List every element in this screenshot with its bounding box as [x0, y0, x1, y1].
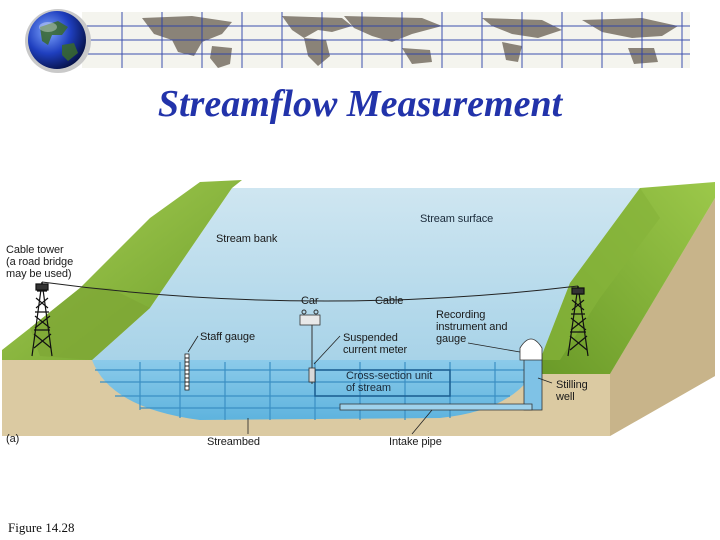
label-recording-instrument: Recording instrument and gauge	[436, 309, 507, 345]
label-cable: Cable	[375, 295, 403, 307]
label-car: Car	[301, 295, 318, 307]
label-staff-gauge: Staff gauge	[200, 331, 255, 343]
current-meter	[309, 368, 315, 382]
label-stream-bank: Stream bank	[216, 233, 277, 245]
slide-title: Streamflow Measurement	[0, 82, 720, 126]
label-stream-surface: Stream surface	[420, 213, 493, 225]
globe-icon	[18, 5, 98, 75]
figure-caption: Figure 14.28	[8, 520, 74, 536]
streamflow-illustration	[0, 178, 720, 458]
label-cross-section-unit: Cross-section unit of stream	[346, 370, 432, 394]
world-map-banner	[82, 12, 690, 68]
label-suspended-current-meter: Suspended current meter	[343, 332, 407, 356]
staff-gauge	[185, 354, 189, 390]
streamflow-diagram: Cable tower (a road bridge may be used) …	[0, 178, 720, 458]
label-panel-a: (a)	[6, 433, 19, 445]
stilling-well	[524, 358, 542, 410]
stream-cross-section	[92, 360, 540, 420]
label-cable-tower: Cable tower (a road bridge may be used)	[6, 244, 73, 280]
label-streambed: Streambed	[207, 436, 260, 448]
label-stilling-well: Stilling well	[556, 379, 588, 403]
world-map-graphic	[82, 12, 690, 68]
intake-pipe	[340, 404, 532, 410]
label-intake-pipe: Intake pipe	[389, 436, 442, 448]
